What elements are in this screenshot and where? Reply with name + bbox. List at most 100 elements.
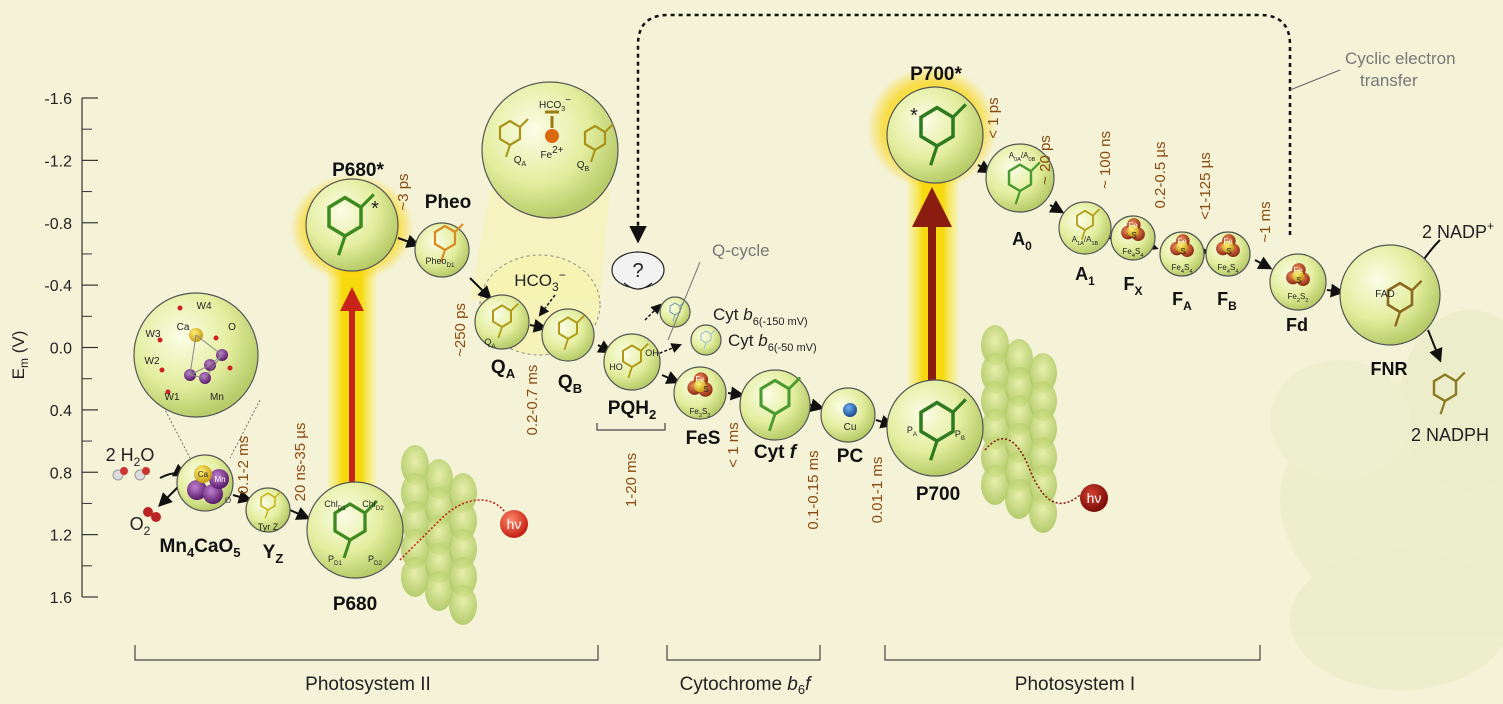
p680-star-mark: *: [371, 198, 379, 220]
y-axis: -1.6-1.2-0.8-0.40.00.40.81.21.6 Em (V): [9, 91, 98, 607]
pqh2-molecule: [622, 342, 649, 379]
antenna-disk: [1029, 409, 1057, 449]
tyrz-inner-label: Tyr Z: [258, 522, 279, 532]
fes-fe-label: Fe: [695, 375, 705, 384]
y-axis-tick-label: 1.2: [50, 528, 72, 545]
time-label-t-fb-fd: ~1 ms: [1257, 201, 1274, 242]
time-label-t-pheo-qa: ~250 ps: [452, 303, 469, 357]
antenna-disk: [1005, 479, 1033, 519]
cluster-w2-label: W2: [145, 356, 160, 367]
antenna-disk: [449, 529, 477, 569]
antenna-disk: [401, 557, 429, 597]
fb-fe-label: Fe: [1223, 237, 1233, 246]
p680-chlorophyll: [333, 499, 379, 559]
cluster-ca-label: Ca: [177, 322, 190, 333]
antenna-disk: [449, 501, 477, 541]
section-ps2-label: Photosystem II: [305, 674, 431, 695]
bicarbonate-label: HCO3−: [514, 268, 565, 294]
fd-fe-label: Fe: [1293, 266, 1303, 275]
pc-inner-label: Cu: [844, 422, 857, 433]
a1-sphere: [1058, 201, 1112, 255]
antenna-disk: [1005, 367, 1033, 407]
antenna-disk: [1005, 451, 1033, 491]
fa-inner-label: Fe4S4: [1172, 263, 1193, 275]
p700-label: P700: [916, 484, 960, 505]
photon-ps1: hν: [984, 438, 1108, 512]
antenna-disk: [1029, 493, 1057, 533]
p700-sphere: [886, 379, 984, 477]
antenna-disk: [449, 473, 477, 513]
a1-label: A1: [1075, 264, 1095, 288]
a1-molecule: [1076, 208, 1100, 240]
fnr-label: FNR: [1371, 359, 1408, 379]
p700-chlorophyll: [919, 398, 967, 461]
y-axis-tick-label: 1.6: [50, 590, 72, 607]
qa-sphere: [474, 294, 530, 350]
a0-molecule: [1007, 161, 1041, 205]
time-label-t-pc-p700: 0.01-1 ms: [869, 457, 886, 524]
antenna-disk: [981, 325, 1009, 365]
antenna-disk: [1029, 353, 1057, 393]
a0-inner-label: A0A/A0B: [1009, 151, 1036, 163]
time-label-t-fa-fb: <1-125 µs: [1197, 152, 1214, 219]
photon-ps2: hν: [399, 499, 528, 561]
svg-text:hν: hν: [507, 516, 522, 532]
y-axis-label: Em (V): [9, 331, 31, 380]
fd-s-label: S: [1296, 276, 1301, 285]
p680-chl-d2-label: ChlD2: [362, 499, 384, 512]
copper-atom: [843, 403, 857, 417]
cluster-o-label: O: [228, 322, 236, 333]
antenna-disk: [425, 543, 453, 583]
p680-pd1-label: PD1: [328, 554, 343, 567]
a0-sphere: [985, 143, 1055, 213]
fx-label: FX: [1123, 274, 1142, 298]
pheo-label: Pheo: [425, 192, 471, 213]
p700-star-label: P700*: [910, 64, 962, 85]
antenna-disk: [1005, 423, 1033, 463]
antenna-disk: [401, 529, 429, 569]
background-tree: [1270, 310, 1503, 690]
oxygen-label: O2: [130, 514, 151, 538]
pheo-inner-label: PheoD1: [425, 256, 455, 269]
pc-label: PC: [837, 446, 864, 467]
zoom-bicarbonate-label: HCO3−: [539, 95, 571, 113]
antenna-disk: [401, 445, 429, 485]
ps1-antenna: [981, 325, 1057, 533]
oxygen-molecule: [143, 507, 153, 517]
a0-label: A0: [1012, 229, 1032, 253]
cytb6-low-heme: [700, 329, 716, 350]
cytb6-low-label: Cyt b6(-50 mV): [728, 331, 817, 354]
qb-zoom-molecule: [583, 123, 614, 163]
antenna-disk: [981, 465, 1009, 505]
cluster-zoom-atoms: [157, 305, 233, 395]
fx-cluster: [1121, 218, 1145, 242]
cluster-w4-label: W4: [197, 301, 212, 312]
p680-pd2-label: PD2: [368, 554, 383, 567]
qb-sphere: [541, 308, 595, 362]
fa-cluster: [1170, 234, 1194, 258]
ps2-antenna: [401, 445, 477, 625]
time-label-t-fes-cytf: < 1 ms: [725, 422, 742, 467]
bicarbonate-molecule: [545, 110, 559, 128]
zoom-fe-label: Fe2+: [540, 145, 563, 161]
cytf-label: Cyt f: [754, 442, 798, 463]
fa-fe-label: Fe: [1177, 237, 1187, 246]
fx-inner-label: Fe4S4: [1123, 247, 1144, 259]
pheo-molecule: [433, 223, 464, 263]
fad-molecule: [1386, 279, 1423, 327]
time-label-t-fx-fa: 0.2-0.5 µs: [1152, 141, 1169, 208]
cyclic-label-line1: Cyclic electron: [1345, 49, 1456, 68]
mn-cluster-label: Mn4CaO5: [160, 536, 241, 560]
fd-inner-label: Fe2S2: [1288, 292, 1309, 304]
nadp-label: 2 NADP+: [1422, 219, 1494, 242]
antenna-disk: [1005, 339, 1033, 379]
cytb6-high-label: Cyt b6(-150 mV): [713, 305, 808, 328]
cytb6-low-sphere: [690, 324, 722, 356]
fnr-inner-label: FAD: [1375, 289, 1394, 300]
antenna-disk: [449, 557, 477, 597]
zoom-qa-label: QA: [514, 155, 527, 168]
pqh2-label: PQH2: [608, 398, 656, 422]
y-axis-tick-label: -0.8: [44, 216, 72, 233]
qa-inner-label: QA: [484, 337, 496, 350]
antenna-disk: [425, 487, 453, 527]
